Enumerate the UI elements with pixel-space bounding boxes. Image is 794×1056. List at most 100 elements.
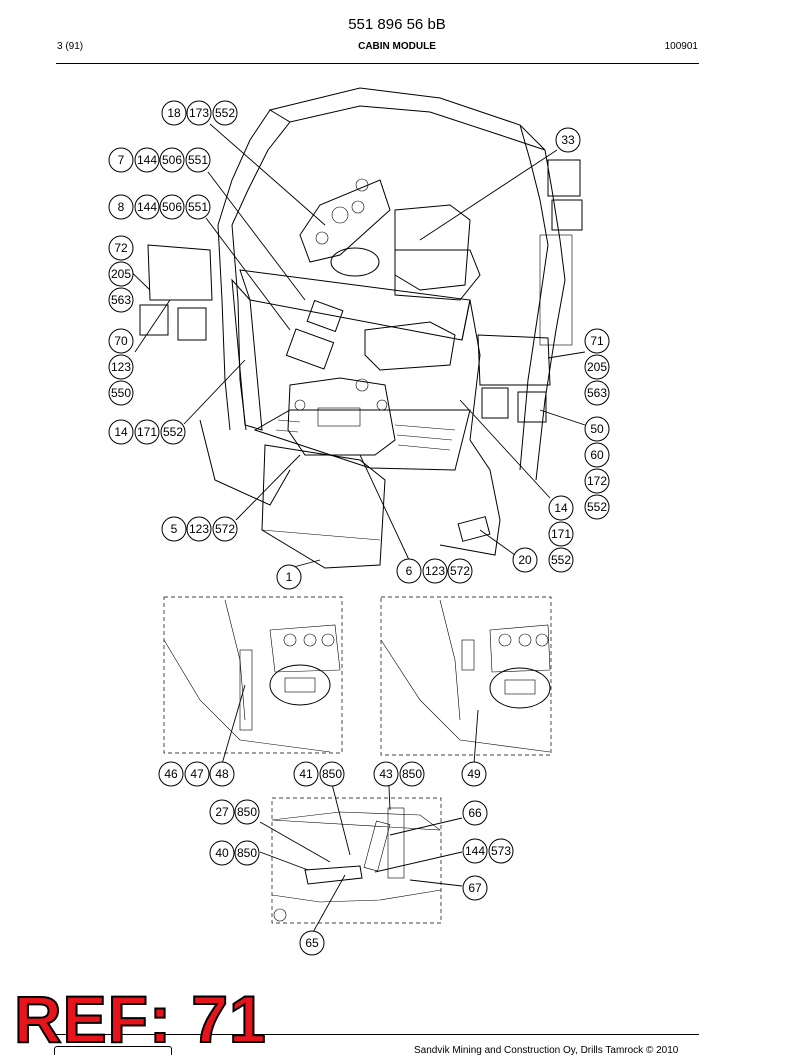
callout-27: 27	[209, 799, 235, 825]
callout-label: 552	[163, 425, 183, 439]
callout-572: 572	[447, 558, 473, 584]
callout-label: 14	[114, 425, 128, 439]
callout-850: 850	[234, 799, 260, 825]
callout-label: 572	[215, 522, 235, 536]
callout-label: 573	[491, 844, 511, 858]
callout-41: 41	[293, 761, 319, 787]
callout-label: 552	[587, 500, 607, 514]
callout-bubbles: 18 173 552 7 144 506 551 8 144 506 551 7…	[108, 100, 610, 956]
document-code: 100901	[664, 41, 698, 52]
callout-60: 60	[584, 442, 610, 468]
callout-171: 171	[134, 419, 160, 445]
callout-label: 173	[189, 106, 209, 120]
callout-label: 563	[111, 293, 131, 307]
callout-850: 850	[319, 761, 345, 787]
callout-label: 1	[286, 570, 293, 584]
detail-view-1	[163, 596, 343, 754]
callout-label: 60	[590, 448, 604, 462]
callout-506: 506	[159, 194, 185, 220]
callout-label: 67	[468, 881, 482, 895]
leader-lines	[120, 123, 586, 935]
callout-205: 205	[108, 261, 134, 287]
callout-71: 71	[584, 328, 610, 354]
detail-view-2	[380, 596, 552, 756]
callout-173: 173	[186, 100, 212, 126]
callout-label: 46	[164, 767, 178, 781]
callout-506: 506	[159, 147, 185, 173]
callout-label: 850	[402, 767, 422, 781]
cabin-drawing	[139, 87, 583, 569]
callout-552: 552	[548, 547, 574, 573]
callout-label: 47	[190, 767, 204, 781]
callout-label: 123	[425, 564, 445, 578]
callout-172: 172	[584, 468, 610, 494]
callout-label: 43	[379, 767, 393, 781]
callout-label: 552	[551, 553, 571, 567]
callout-5: 5	[161, 516, 187, 542]
callout-label: 6	[406, 564, 413, 578]
callout-572: 572	[212, 516, 238, 542]
callout-33: 33	[555, 127, 581, 153]
callout-label: 551	[188, 200, 208, 214]
callout-label: 171	[137, 425, 157, 439]
callout-label: 506	[162, 200, 182, 214]
callout-label: 27	[215, 805, 229, 819]
copyright-text: Sandvik Mining and Construction Oy, Dril…	[414, 1045, 679, 1056]
callout-label: 172	[587, 474, 607, 488]
footer-rule	[56, 1034, 699, 1035]
callout-171: 171	[548, 521, 574, 547]
callout-850: 850	[234, 840, 260, 866]
callout-551: 551	[185, 194, 211, 220]
callout-50: 50	[584, 416, 610, 442]
callout-label: 71	[590, 334, 604, 348]
callout-552: 552	[584, 494, 610, 520]
callout-label: 5	[171, 522, 178, 536]
callout-label: 144	[137, 200, 157, 214]
callout-43: 43	[373, 761, 399, 787]
callout-563: 563	[584, 380, 610, 406]
callout-label: 506	[162, 153, 182, 167]
callout-label: 70	[114, 334, 128, 348]
callout-66: 66	[462, 800, 488, 826]
callout-label: 205	[587, 360, 607, 374]
callout-70: 70	[108, 328, 134, 354]
callout-label: 551	[188, 153, 208, 167]
callout-123: 123	[186, 516, 212, 542]
callout-550: 550	[108, 380, 134, 406]
callout-label: 123	[111, 360, 131, 374]
callout-65: 65	[299, 930, 325, 956]
callout-label: 171	[551, 527, 571, 541]
callout-label: 563	[587, 386, 607, 400]
callout-48: 48	[209, 761, 235, 787]
callout-label: 65	[305, 936, 319, 950]
company-logo	[54, 1046, 172, 1055]
callout-label: 552	[215, 106, 235, 120]
callout-label: 18	[167, 106, 181, 120]
callout-573: 573	[488, 838, 514, 864]
callout-label: 850	[237, 805, 257, 819]
callout-551: 551	[185, 147, 211, 173]
callout-123: 123	[422, 558, 448, 584]
callout-46: 46	[158, 761, 184, 787]
callout-label: 144	[465, 844, 485, 858]
callout-label: 40	[215, 846, 229, 860]
callout-850: 850	[399, 761, 425, 787]
callout-label: 123	[189, 522, 209, 536]
page-indicator: 3 (91)	[57, 41, 84, 52]
callout-14: 14	[108, 419, 134, 445]
callout-563: 563	[108, 287, 134, 313]
callout-label: 41	[299, 767, 313, 781]
callout-144: 144	[462, 838, 488, 864]
callout-label: 144	[137, 153, 157, 167]
callout-label: 50	[590, 422, 604, 436]
callout-label: 33	[561, 133, 575, 147]
callout-20: 20	[512, 547, 538, 573]
callout-1: 1	[276, 564, 302, 590]
callout-label: 66	[468, 806, 482, 820]
detail-view-3	[271, 797, 442, 924]
callout-7: 7	[108, 147, 134, 173]
callout-label: 48	[215, 767, 229, 781]
document-number: 551 896 56 bB	[348, 16, 446, 33]
reference-stamp: REF: 71	[13, 982, 267, 1056]
